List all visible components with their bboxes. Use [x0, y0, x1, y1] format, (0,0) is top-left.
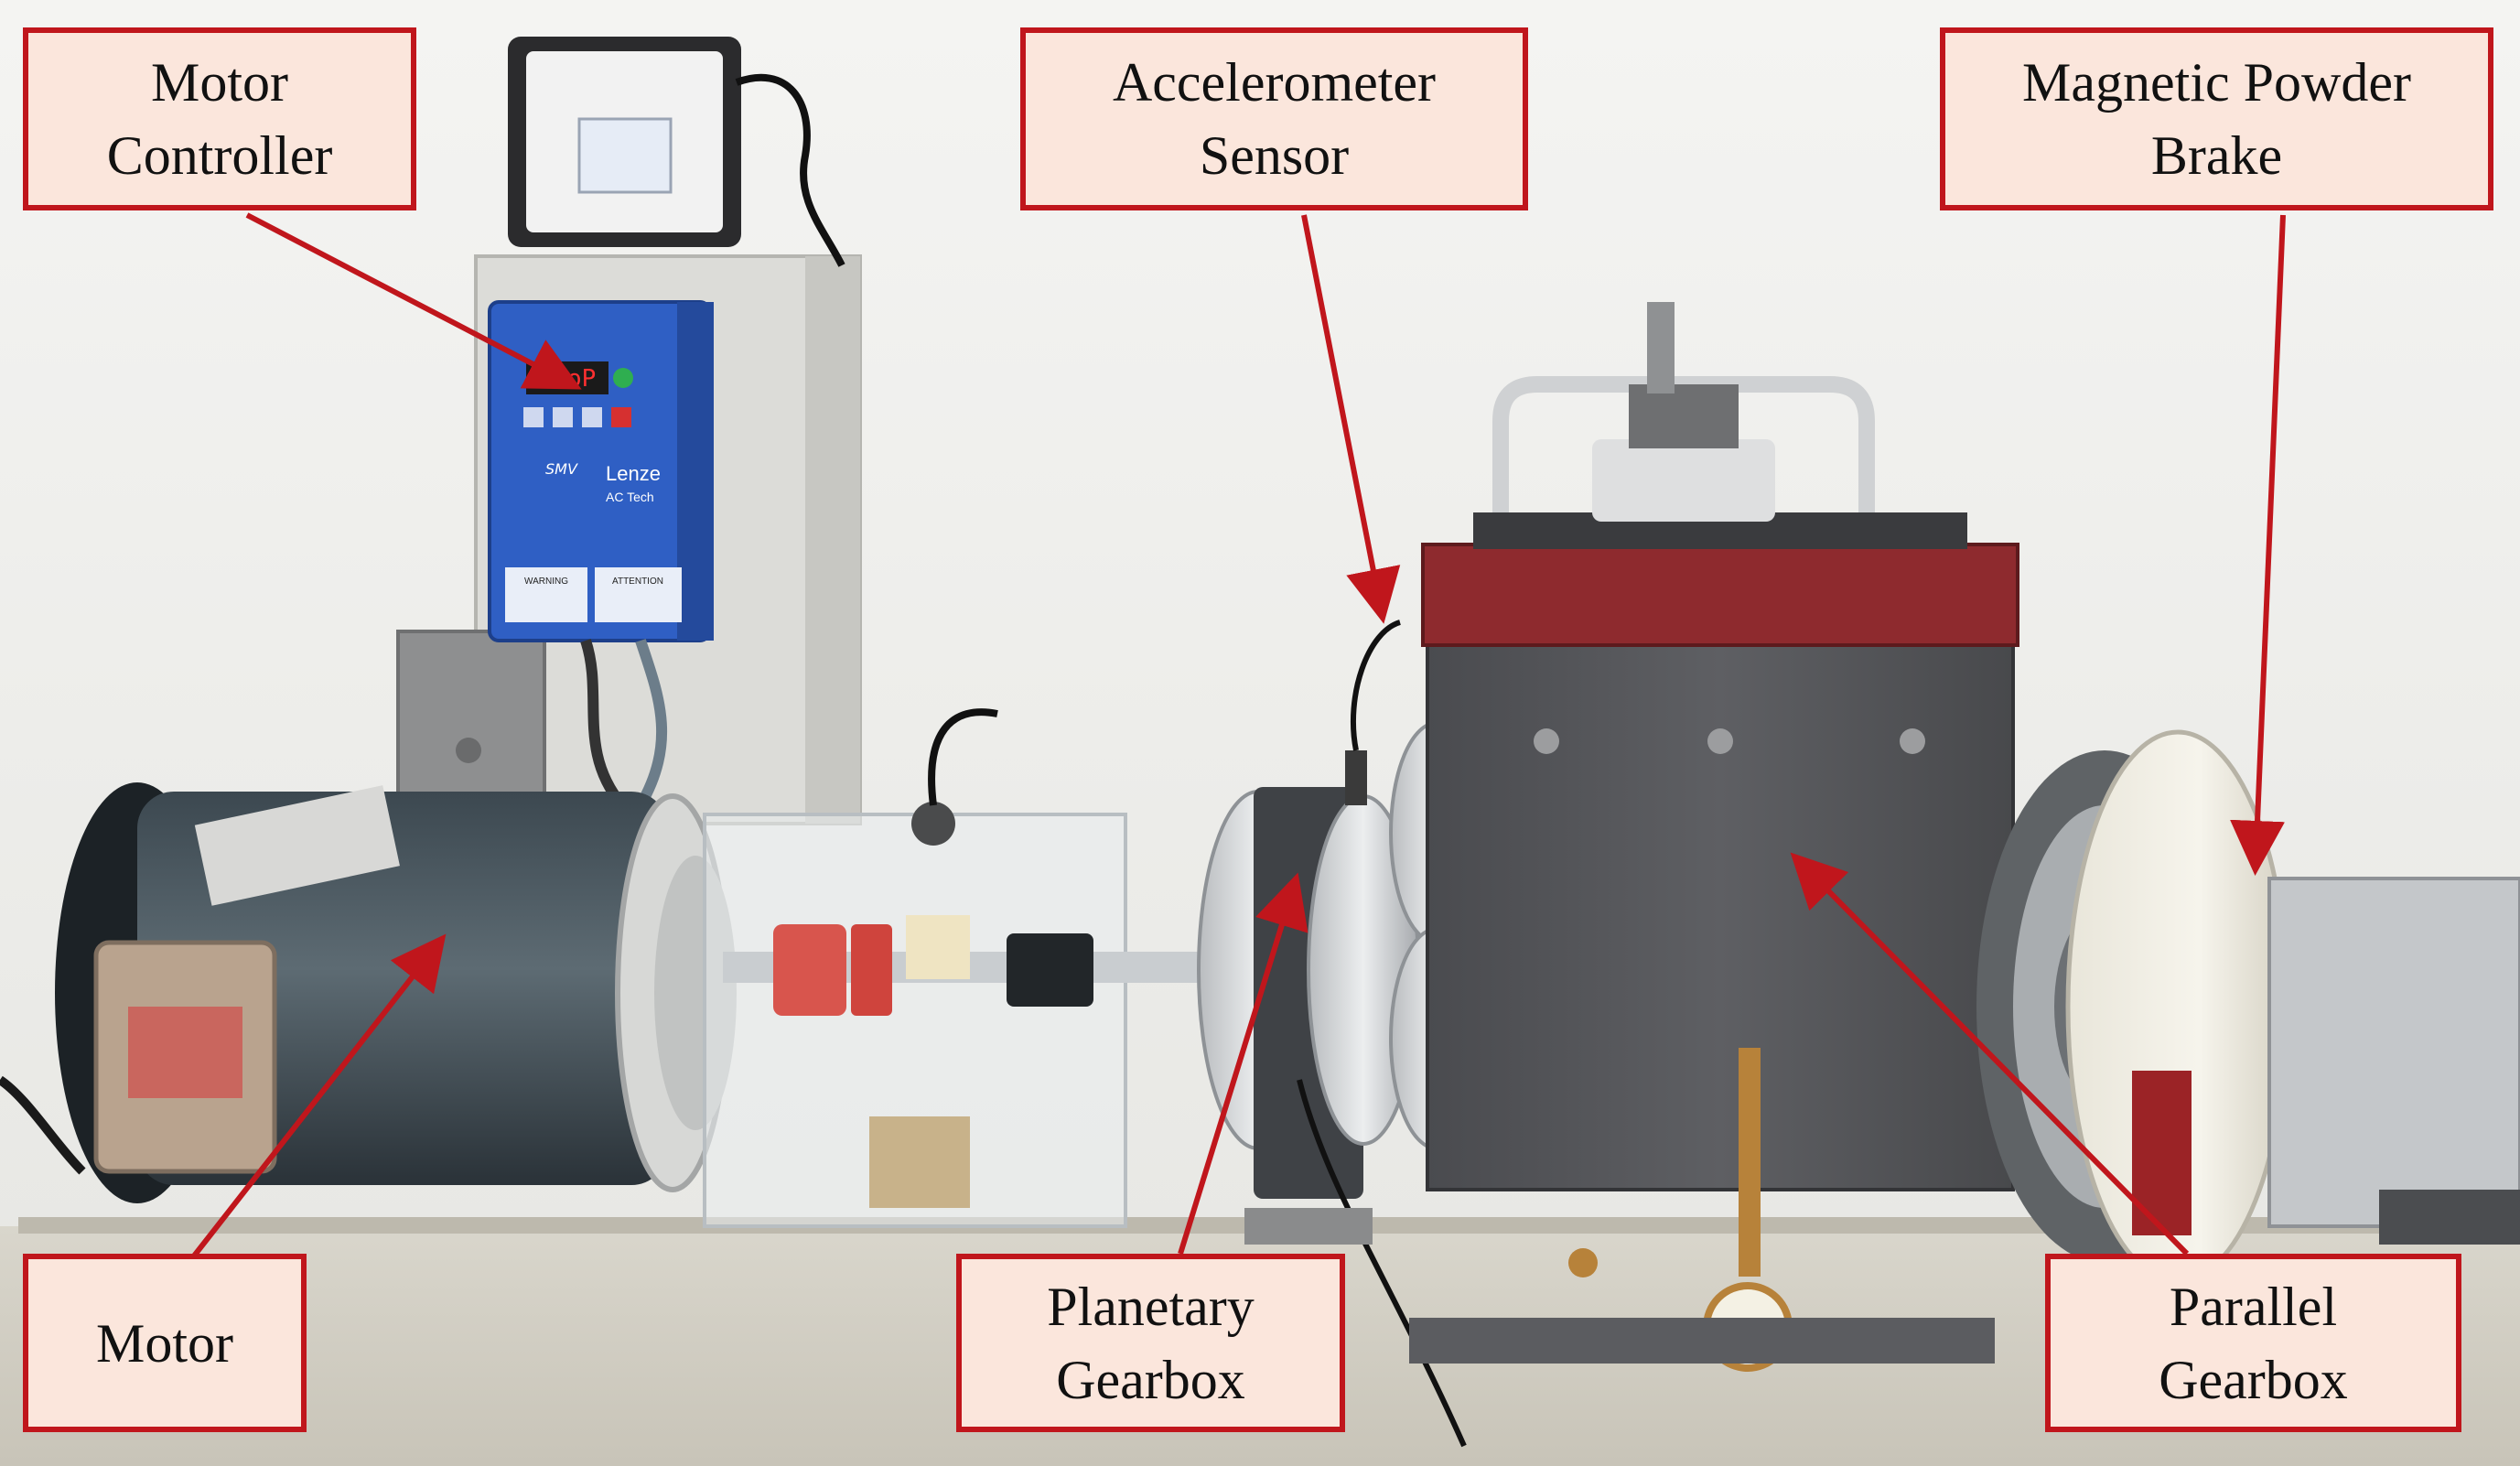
- arrow-motor: [189, 933, 447, 1260]
- label-planetary-gearbox-text: Planetary Gearbox: [1047, 1276, 1255, 1410]
- arrow-accelerometer-sensor: [1301, 214, 1401, 624]
- label-planetary-gearbox: Planetary Gearbox: [956, 1254, 1345, 1432]
- drive-warning-label: WARNING: [524, 577, 568, 587]
- label-accelerometer-sensor-text: Accelerometer Sensor: [1112, 52, 1437, 186]
- arrow-magnetic-powder-brake: [2230, 214, 2286, 876]
- arrow-planetary-gearbox: [1178, 872, 1308, 1255]
- drive-series-text: SMV: [545, 460, 578, 478]
- label-motor-controller-text: Motor Controller: [106, 52, 333, 186]
- accelerometer-body: [1345, 750, 1367, 805]
- drive-subbrand-text: AC Tech: [606, 490, 654, 504]
- motor: [0, 782, 737, 1203]
- label-parallel-gearbox-text: Parallel Gearbox: [2159, 1276, 2348, 1410]
- arrow-parallel-gearbox: [1790, 852, 2190, 1256]
- label-parallel-gearbox: Parallel Gearbox: [2045, 1254, 2461, 1432]
- drive-brand-text: Lenze: [606, 462, 661, 485]
- tachometer-unit: [508, 37, 845, 267]
- coupling-guard: [703, 708, 1235, 1228]
- label-magnetic-powder-brake: Magnetic Powder Brake: [1940, 27, 2493, 210]
- callout-arrows: [189, 212, 2286, 1260]
- label-accelerometer-sensor: Accelerometer Sensor: [1020, 27, 1528, 210]
- drive-attention-label: ATTENTION: [612, 577, 663, 587]
- label-motor-controller: Motor Controller: [23, 27, 416, 210]
- arrow-motor-controller: [245, 212, 582, 390]
- label-motor: Motor: [23, 1254, 307, 1432]
- parallel-gearbox: [1389, 302, 2019, 1372]
- label-motor-text: Motor: [96, 1312, 233, 1374]
- label-magnetic-powder-brake-text: Magnetic Powder Brake: [2022, 52, 2411, 186]
